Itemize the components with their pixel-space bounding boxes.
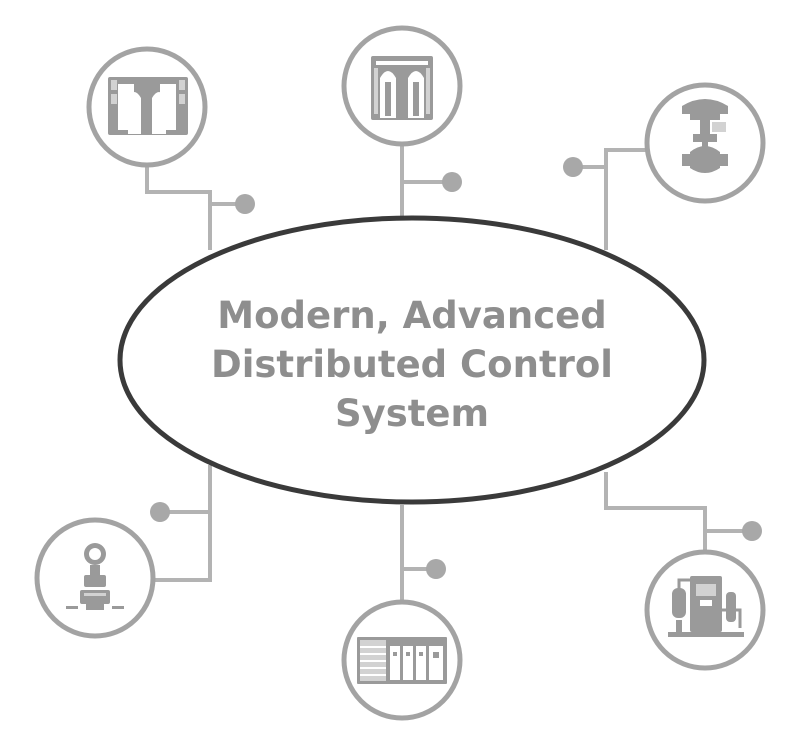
connector-control-valve: [604, 148, 648, 250]
endpoint-dot: [235, 194, 255, 214]
connector-pressure-transmitter: [152, 465, 212, 582]
node-pressure-transmitter: [34, 517, 156, 639]
pressure-transmitter-icon: [66, 543, 124, 610]
controller-module-icon: [108, 77, 188, 135]
node-io-module: [341, 25, 463, 147]
endpoint-dot: [426, 559, 446, 579]
center-title: Modern, Advanced Distributed Control Sys…: [211, 294, 613, 435]
process-skid-icon: [668, 576, 744, 637]
endpoint-dots: [150, 157, 762, 579]
center-title-line-2: Distributed Control: [211, 343, 613, 386]
connector-controller-module: [145, 158, 212, 250]
endpoint-dot: [742, 521, 762, 541]
node-controller-module: [86, 46, 208, 168]
io-module-icon: [371, 56, 433, 120]
control-valve-icon: [682, 99, 728, 173]
dcs-core-ellipse: [117, 215, 707, 505]
center-title-line-3: System: [335, 392, 489, 435]
node-control-valve: [644, 82, 766, 204]
endpoint-dot: [150, 502, 170, 522]
connector-process-skid: [604, 472, 707, 555]
endpoint-dot: [442, 172, 462, 192]
endpoint-dot: [563, 157, 583, 177]
center-title-line-1: Modern, Advanced: [217, 294, 606, 337]
connectors: [145, 145, 752, 602]
node-process-skid: [644, 549, 766, 671]
io-rack-icon: [357, 637, 447, 684]
node-io-rack: [341, 599, 463, 721]
